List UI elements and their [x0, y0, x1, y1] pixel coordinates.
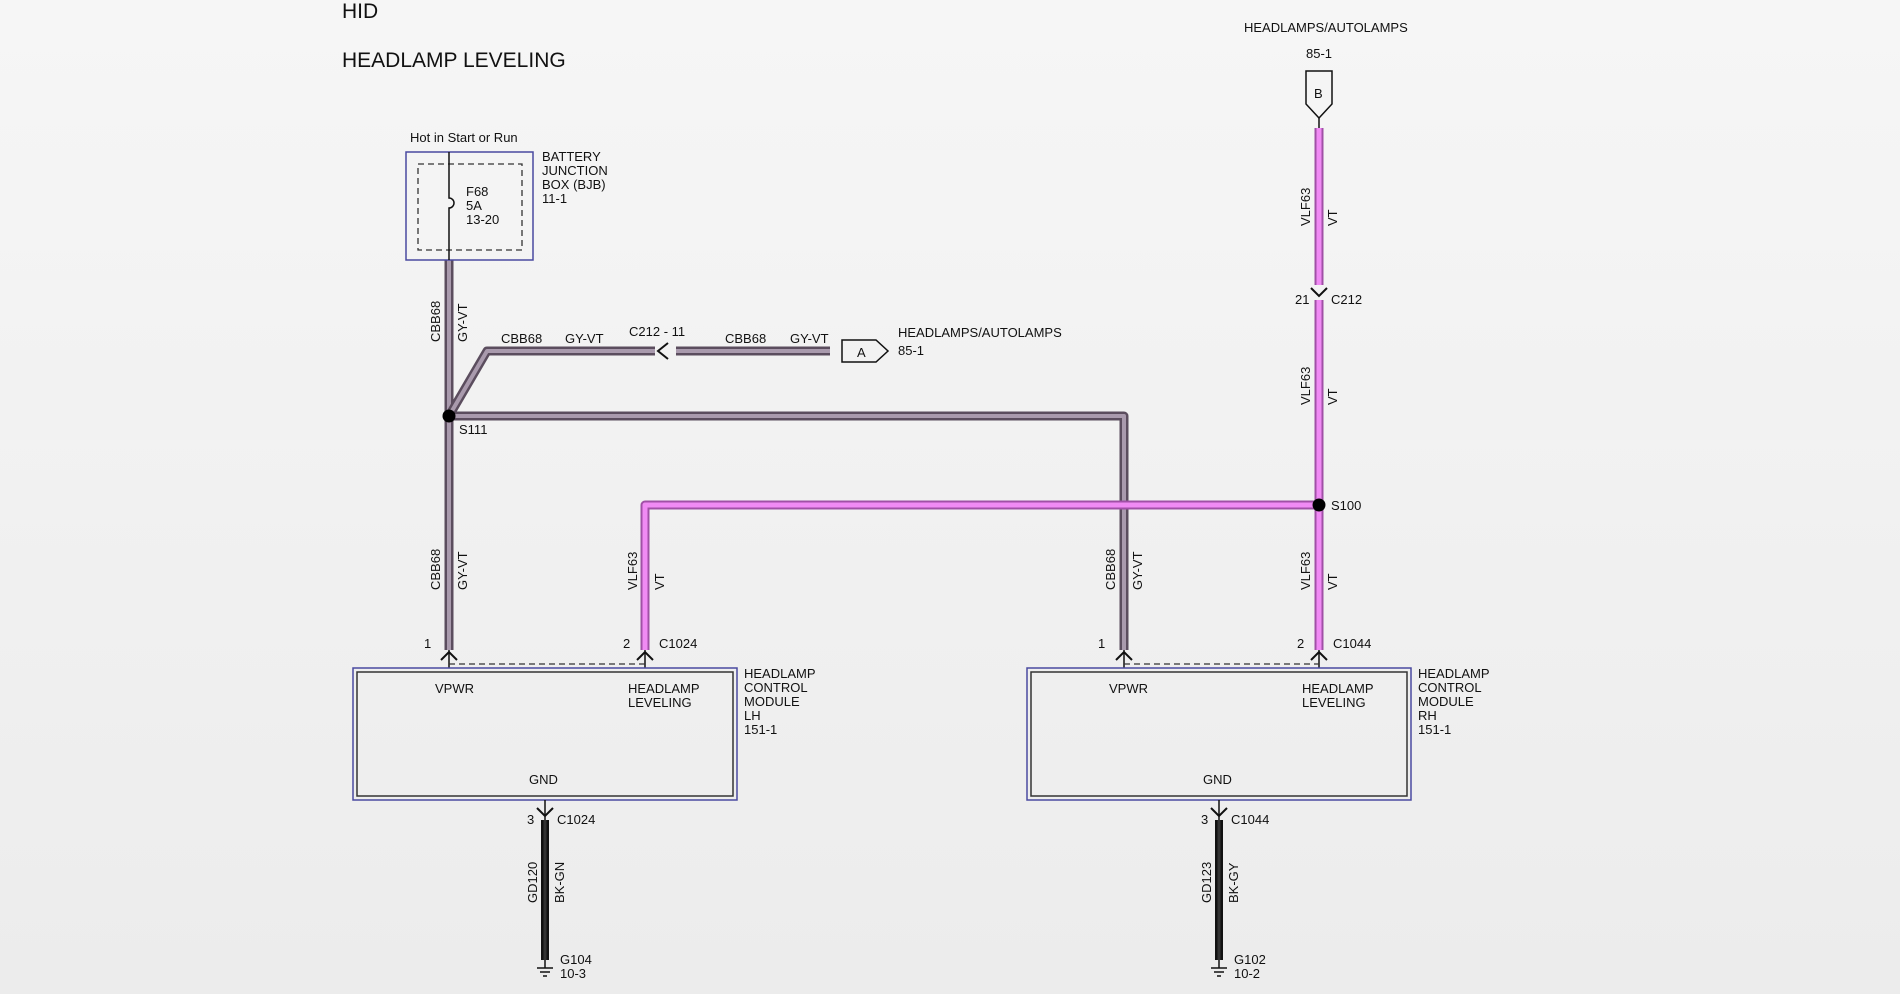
- bjb-supply-label: Hot in Start or Run: [410, 130, 518, 145]
- circuit-label-vlf63-lh: VLF63: [625, 552, 640, 590]
- rh-module-inner: [1030, 671, 1408, 797]
- ground-g104-label: G104: [560, 952, 592, 967]
- circuit-label-cbb68-a: CBB68: [725, 331, 766, 346]
- rh-leveling-2: LEVELING: [1302, 695, 1366, 710]
- color-label-bkgn: BK-GN: [552, 862, 567, 903]
- lh-pin1-number: 1: [424, 636, 431, 651]
- bjb-name-2: JUNCTION: [542, 163, 608, 178]
- bjb-name-1: BATTERY: [542, 149, 601, 164]
- connector-b-ref: 85-1: [1306, 46, 1332, 61]
- bjb-inner-dashed: [417, 163, 523, 251]
- fuse-symbol: [448, 152, 455, 260]
- splice-s111-label: S111: [459, 422, 487, 437]
- connector-a-ref: 85-1: [898, 343, 924, 358]
- rh-name-4: RH: [1418, 708, 1437, 723]
- ground-g102-label: G102: [1234, 952, 1266, 967]
- wire-cbb68-branch-a: [445, 346, 830, 419]
- circuit-label-cbb68-upper: CBB68: [428, 301, 443, 342]
- circuit-label-vlf63-top: VLF63: [1298, 188, 1313, 226]
- color-label-gyvt-lh: GY-VT: [455, 551, 470, 590]
- splice-s111-dot: [442, 409, 456, 423]
- connector-b-letter: B: [1314, 86, 1323, 101]
- color-label-gyvt-branch: GY-VT: [565, 331, 604, 346]
- rh-name-3: MODULE: [1418, 694, 1474, 709]
- rh-gnd-label: GND: [1203, 772, 1232, 787]
- lh-pin2-number: 2: [623, 636, 630, 651]
- bjb-name-3: BOX (BJB): [542, 177, 606, 192]
- rh-name-2: CONTROL: [1418, 680, 1482, 695]
- color-label-bkgy: BK-GY: [1226, 862, 1241, 903]
- rh-pin2-number: 2: [1297, 636, 1304, 651]
- lh-name-4: LH: [744, 708, 761, 723]
- inline-connector-arrow: [656, 342, 669, 360]
- lh-name-3: MODULE: [744, 694, 800, 709]
- color-label-vt-mid: VT: [1325, 388, 1340, 405]
- lh-module-inner: [356, 671, 734, 797]
- c212-arrow: [1310, 287, 1328, 298]
- circuit-label-cbb68-rh: CBB68: [1103, 549, 1118, 590]
- lh-pin3-number: 3: [527, 812, 534, 827]
- fuse-ref: 13-20: [466, 212, 499, 227]
- circuit-label-vlf63-mid: VLF63: [1298, 367, 1313, 405]
- diagram-page-title: HEADLAMP LEVELING: [342, 49, 566, 72]
- rh-connector-top: C1044: [1333, 636, 1371, 651]
- inline-connector-c212-11: C212 - 11: [629, 324, 685, 339]
- connector-a-label: HEADLAMPS/AUTOLAMPS: [898, 325, 1062, 340]
- wire-cbb68-rh: [449, 411, 1129, 650]
- lh-name-1: HEADLAMP: [744, 666, 816, 681]
- connector-b-label: HEADLAMPS/AUTOLAMPS: [1244, 20, 1408, 35]
- lh-ref: 151-1: [744, 722, 777, 737]
- rh-vpwr-label: VPWR: [1109, 681, 1148, 696]
- c212-name: C212: [1331, 292, 1362, 307]
- fuse-id: F68: [466, 184, 488, 199]
- circuit-label-gd120: GD120: [525, 862, 540, 903]
- circuit-label-gd123: GD123: [1199, 862, 1214, 903]
- lh-vpwr-label: VPWR: [435, 681, 474, 696]
- color-label-vt-lh: VT: [652, 573, 667, 590]
- bjb-ref: 11-1: [542, 191, 567, 206]
- lh-connector-top: C1024: [659, 636, 697, 651]
- wire-vlf63-lh: [640, 500, 1319, 650]
- ground-g104-symbol: [537, 960, 553, 977]
- lh-leveling-1: HEADLAMP: [628, 681, 700, 696]
- circuit-label-cbb68-lh: CBB68: [428, 549, 443, 590]
- color-label-gyvt-a: GY-VT: [790, 331, 829, 346]
- lh-connector-bottom: C1024: [557, 812, 595, 827]
- fuse-rating: 5A: [466, 198, 482, 213]
- circuit-label-vlf63-rh: VLF63: [1298, 552, 1313, 590]
- module-lh: 1 2 C1024 VPWR HEADLAMP LEVELING GND HEA…: [352, 636, 816, 827]
- ground-g102-ref: 10-2: [1234, 966, 1260, 981]
- c212-pin: 21: [1295, 292, 1309, 307]
- rh-ref: 151-1: [1418, 722, 1451, 737]
- lh-leveling-2: LEVELING: [628, 695, 692, 710]
- ground-g104-ref: 10-3: [560, 966, 586, 981]
- connector-a-letter: A: [857, 345, 866, 360]
- connector-b-symbol: [1305, 70, 1333, 120]
- circuit-label-cbb68-branch: CBB68: [501, 331, 542, 346]
- lh-name-2: CONTROL: [744, 680, 808, 695]
- rh-connector-bottom: C1044: [1231, 812, 1269, 827]
- ground-g102-symbol: [1211, 960, 1227, 977]
- color-label-vt-top: VT: [1325, 209, 1340, 226]
- diagram-system-title: HID: [342, 0, 378, 23]
- rh-pin3-number: 3: [1201, 812, 1208, 827]
- lh-gnd-label: GND: [529, 772, 558, 787]
- rh-pin3-terminal: [1210, 807, 1228, 818]
- rh-pin1-number: 1: [1098, 636, 1105, 651]
- splice-s100-label: S100: [1331, 498, 1361, 513]
- splice-s100-dot: [1312, 498, 1326, 512]
- color-label-gyvt-upper: GY-VT: [455, 303, 470, 342]
- color-label-gyvt-rh: GY-VT: [1130, 551, 1145, 590]
- bjb-box: [405, 151, 534, 261]
- connector-a-symbol: [841, 339, 890, 363]
- module-rh: 1 2 C1044 VPWR HEADLAMP LEVELING GND HEA…: [1026, 636, 1490, 827]
- rh-name-1: HEADLAMP: [1418, 666, 1490, 681]
- rh-leveling-1: HEADLAMP: [1302, 681, 1374, 696]
- lh-pin3-terminal: [536, 807, 554, 818]
- color-label-vt-rh: VT: [1325, 573, 1340, 590]
